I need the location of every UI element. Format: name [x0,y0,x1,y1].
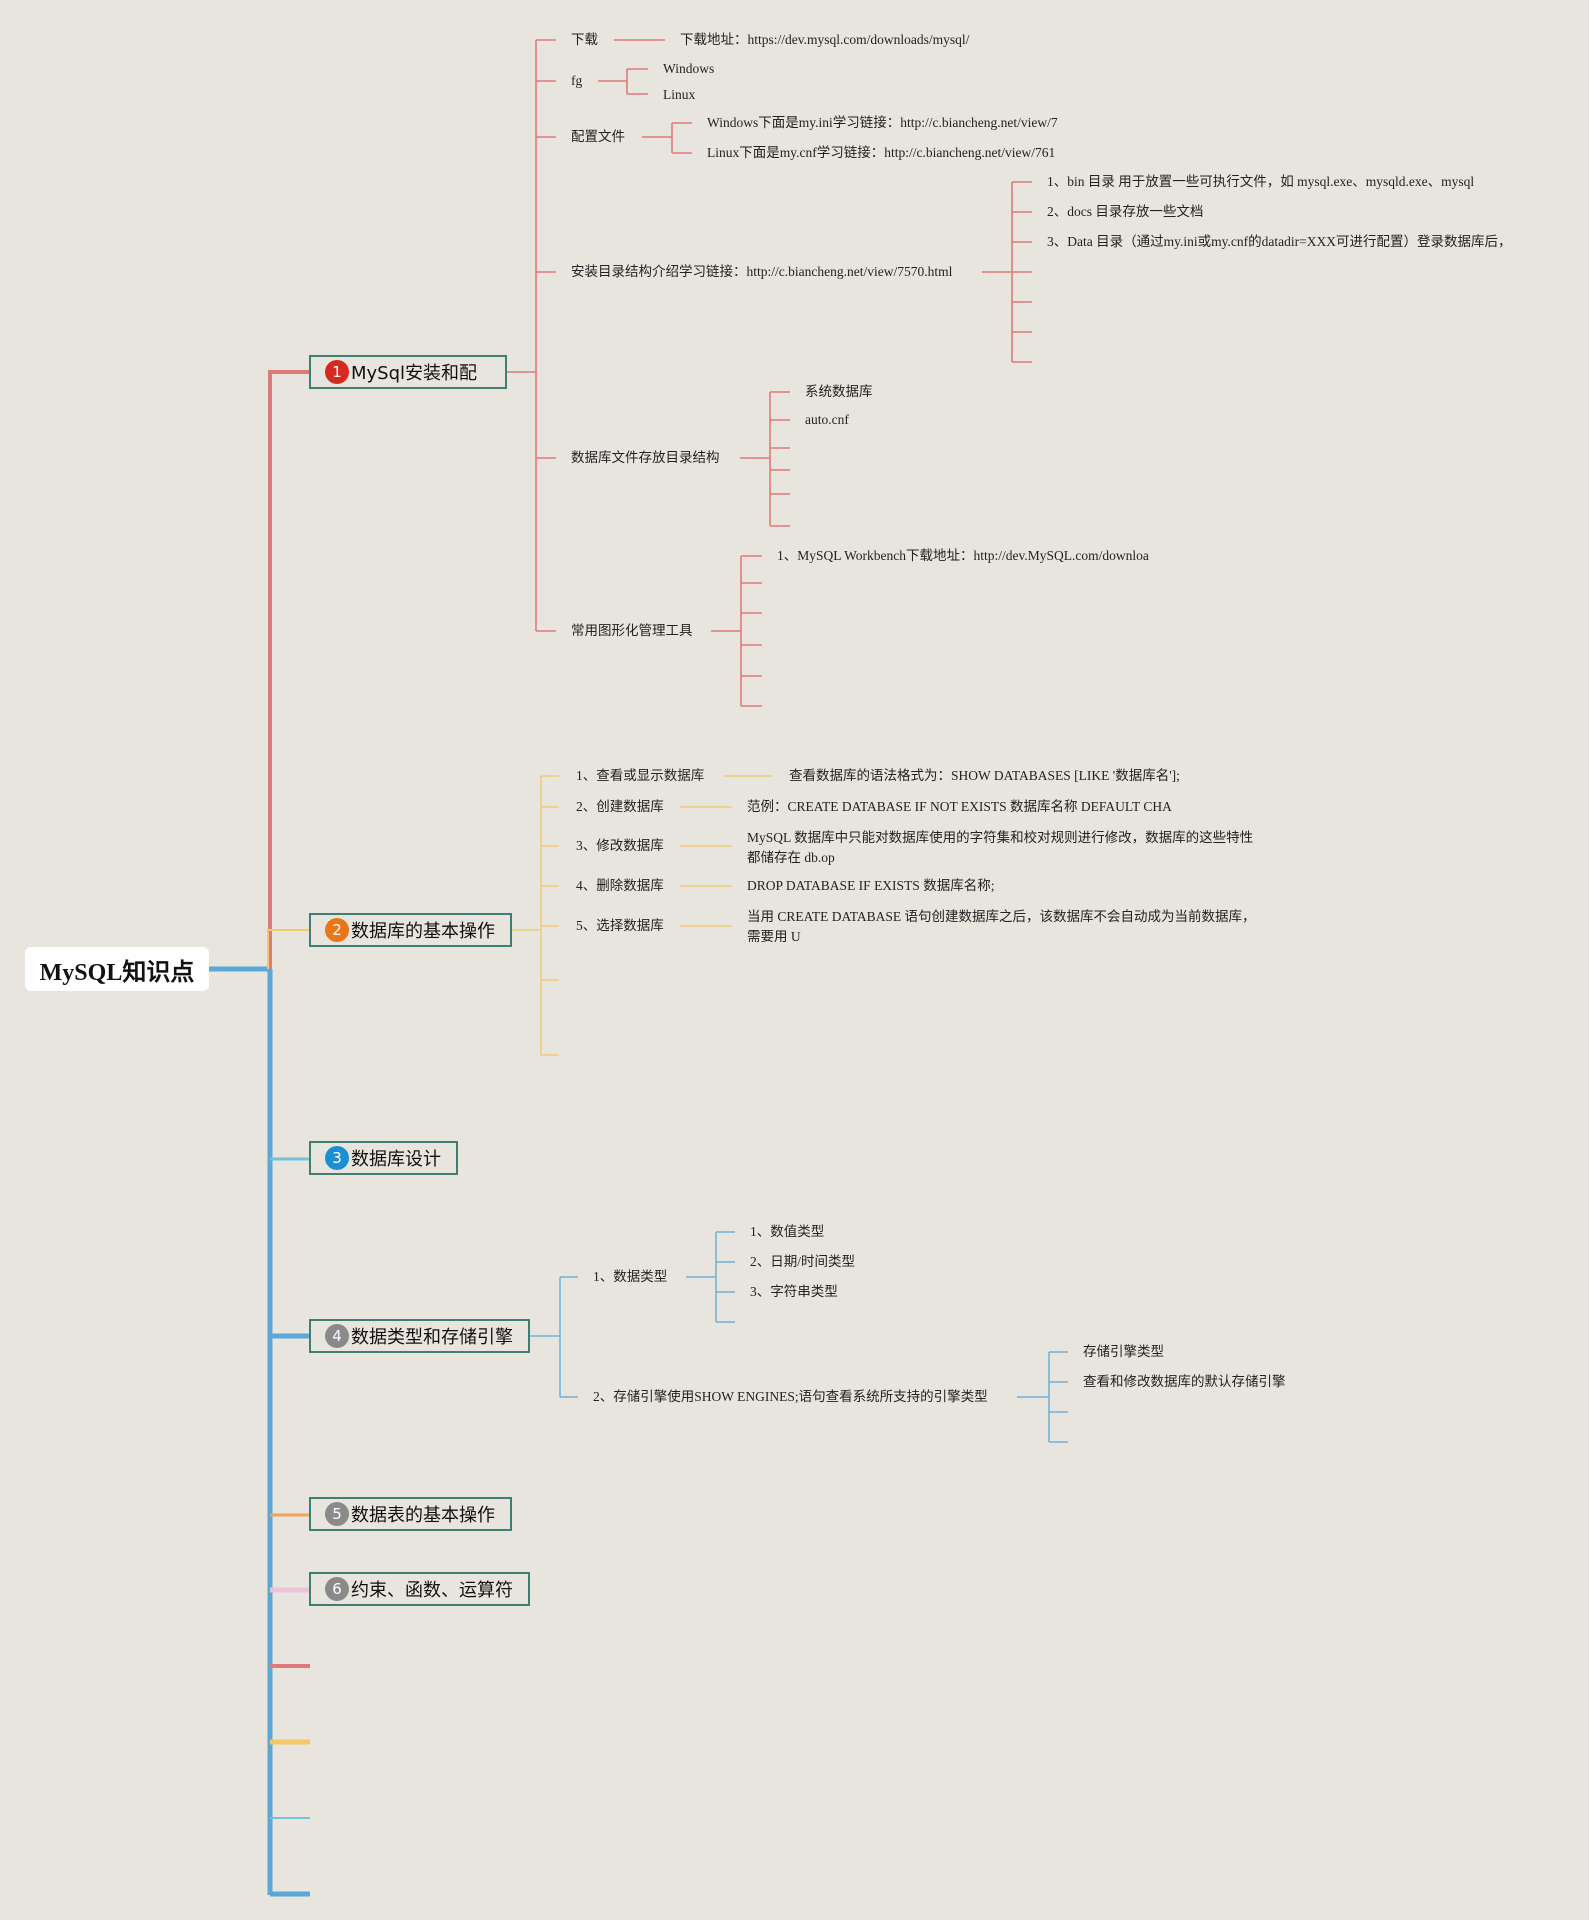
node-use-database[interactable]: 5、选择数据库 [576,918,664,933]
node-bin-dir[interactable]: 1、bin 目录 用于放置一些可执行文件，如 mysql.exe、mysqld.… [1047,174,1475,189]
node-engine-types[interactable]: 存储引擎类型 [1083,1344,1164,1359]
branch-label: 数据库设计 [351,1149,441,1170]
node-alter-database[interactable]: 3、修改数据库 [576,838,664,853]
branch-label: MySql安装和配 [351,363,478,384]
node-auto-cnf[interactable]: auto.cnf [805,412,849,427]
branch-label: 数据库的基本操作 [351,921,495,942]
node-install-dir[interactable]: 安装目录结构介绍学习链接：http://c.biancheng.net/view… [571,264,953,279]
node-numeric-types[interactable]: 1、数值类型 [750,1224,825,1239]
node-download-url[interactable]: 下载地址：https://dev.mysql.com/downloads/mys… [680,32,970,47]
badge-4-icon: 4 [325,1324,349,1348]
node-fg[interactable]: fg [571,73,583,88]
node-data-dir[interactable]: 3、Data 目录（通过my.ini或my.cnf的datadir=XXX可进行… [1047,234,1512,249]
node-drop-database[interactable]: 4、删除数据库 [576,878,664,893]
node-config-file[interactable]: 配置文件 [571,129,625,144]
connector-branch2 [267,929,310,969]
node-storage-engines[interactable]: 2、存储引擎使用SHOW ENGINES;语句查看系统所支持的引擎类型 [593,1389,988,1404]
node-linux-mycnf[interactable]: Linux下面是my.cnf学习链接：http://c.biancheng.ne… [707,145,1056,160]
node-create-example[interactable]: 范例：CREATE DATABASE IF NOT EXISTS 数据库名称 D… [747,799,1172,814]
branch-6-constraints-functions[interactable]: 6 约束、函数、运算符 [309,1572,530,1606]
node-windows-myini[interactable]: Windows下面是my.ini学习链接：http://c.biancheng.… [707,115,1058,130]
branch-5-table-basic-ops[interactable]: 5 数据表的基本操作 [309,1497,512,1531]
node-db-file-structure[interactable]: 数据库文件存放目录结构 [571,450,720,465]
branch-label: 数据类型和存储引擎 [351,1327,513,1348]
node-docs-dir[interactable]: 2、docs 目录存放一些文档 [1047,204,1204,219]
branch-1-install-config[interactable]: 1 MySql安装和配 [309,355,507,389]
node-linux[interactable]: Linux [663,87,696,102]
trunk-red [268,370,310,969]
branch-3-db-design[interactable]: 3 数据库设计 [309,1141,458,1175]
node-gui-tools[interactable]: 常用图形化管理工具 [571,623,693,638]
node-workbench[interactable]: 1、MySQL Workbench下载地址：http://dev.MySQL.c… [777,548,1149,563]
badge-2-icon: 2 [325,918,349,942]
badge-1-icon: 1 [325,360,349,384]
node-show-syntax[interactable]: 查看数据库的语法格式为：SHOW DATABASES [LIKE '数据库名']… [789,768,1180,783]
node-drop-syntax[interactable]: DROP DATABASE IF EXISTS 数据库名称; [747,878,995,893]
node-datetime-types[interactable]: 2、日期/时间类型 [750,1254,856,1269]
node-default-engine[interactable]: 查看和修改数据库的默认存储引擎 [1083,1374,1286,1389]
node-string-types[interactable]: 3、字符串类型 [750,1284,838,1299]
branch-2-db-basic-ops[interactable]: 2 数据库的基本操作 [309,913,512,947]
node-use-desc[interactable]: 当用 CREATE DATABASE 语句创建数据库之后，该数据库不会自动成为当… [747,909,1256,944]
node-windows[interactable]: Windows [663,61,715,76]
branch-label: 约束、函数、运算符 [351,1580,513,1601]
node-download[interactable]: 下载 [571,32,598,47]
node-create-database[interactable]: 2、创建数据库 [576,799,664,814]
branch-label: 数据表的基本操作 [351,1505,495,1526]
node-data-types[interactable]: 1、数据类型 [593,1269,668,1284]
root-node[interactable]: MySQL知识点 [25,947,209,991]
root-label: MySQL知识点 [39,959,195,986]
node-show-databases[interactable]: 1、查看或显示数据库 [576,768,705,783]
badge-6-icon: 6 [325,1577,349,1601]
node-alter-desc[interactable]: MySQL 数据库中只能对数据库使用的字符集和校对规则进行修改，数据库的这些特性… [747,830,1254,865]
badge-3-icon: 3 [325,1146,349,1170]
branch-4-datatypes-engines[interactable]: 4 数据类型和存储引擎 [309,1319,530,1353]
node-system-db[interactable]: 系统数据库 [805,384,873,399]
badge-5-icon: 5 [325,1502,349,1526]
